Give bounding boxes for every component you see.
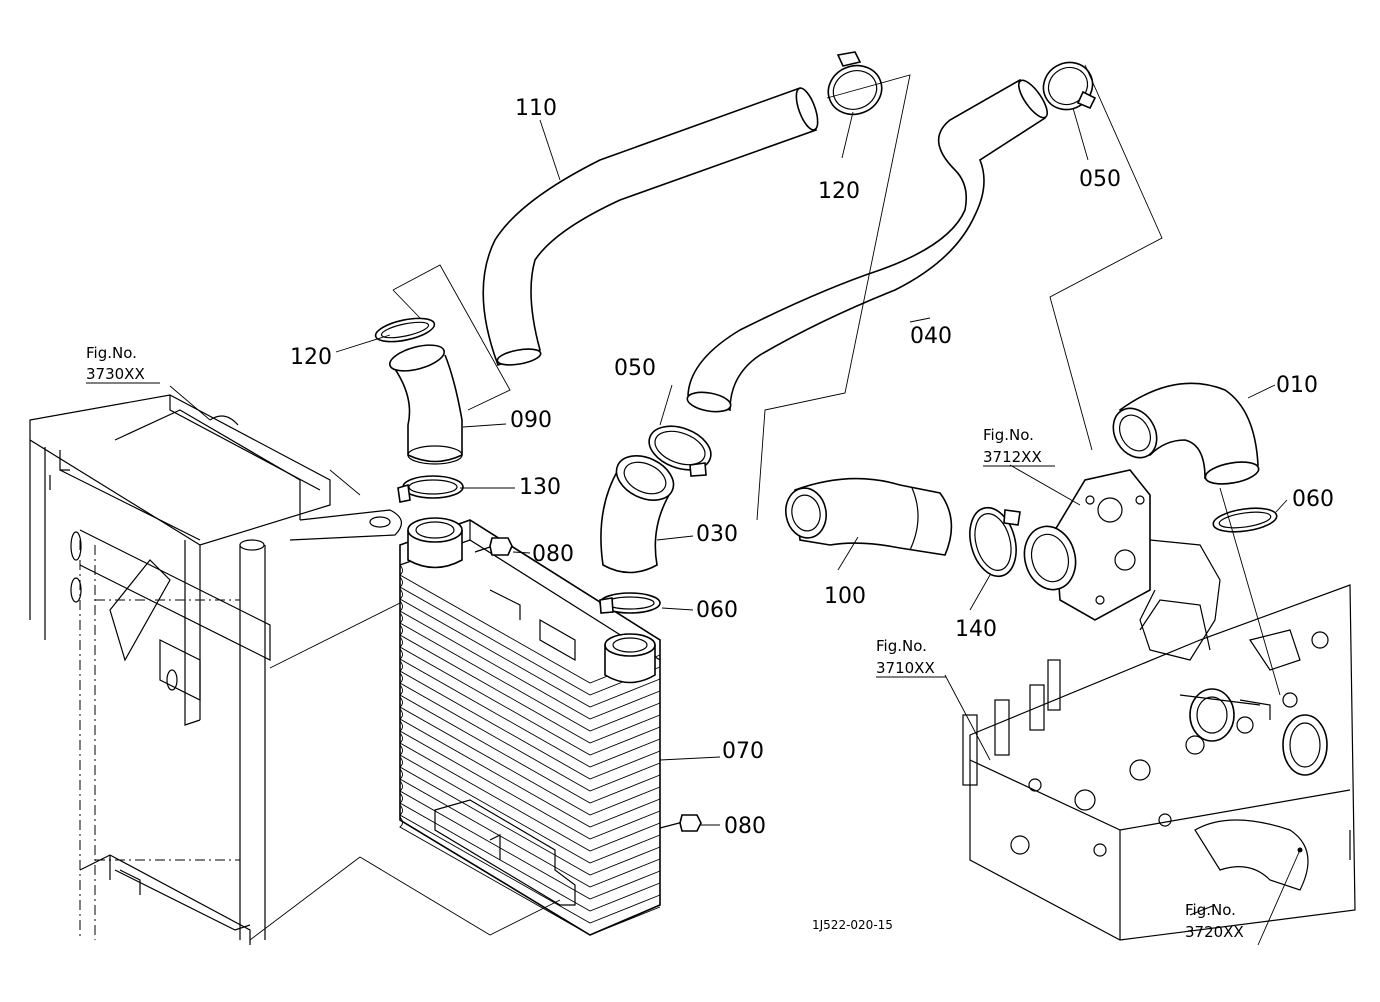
intercooler-fin <box>399 816 661 936</box>
bolt-080-lower <box>659 814 702 832</box>
elbow-010-drawing <box>1112 382 1260 485</box>
figref-3720-line1: Fig.No. <box>1185 901 1236 919</box>
leader-lines <box>86 64 1301 946</box>
label-090: 090 <box>510 408 552 433</box>
engine-head-drawing <box>962 584 1356 941</box>
intercooler-fin <box>399 720 661 840</box>
clamp-130 <box>397 475 464 503</box>
intercooler-fin <box>399 612 661 732</box>
clamp-060-left <box>599 592 661 614</box>
label-060-left: 060 <box>696 598 738 623</box>
label-030: 030 <box>696 522 738 547</box>
clamp-050-upper <box>1042 61 1097 111</box>
hose-040-drawing <box>686 78 1049 413</box>
intercooler-fin <box>399 636 661 756</box>
label-120-lower: 120 <box>290 345 332 370</box>
figref-3712-line1: Fig.No. <box>983 426 1034 444</box>
label-080-lower: 080 <box>724 814 766 839</box>
figref-3730-line2: 3730XX <box>86 365 145 383</box>
intercooler-fin <box>399 780 661 900</box>
intercooler-fin <box>399 732 661 852</box>
clamp-140 <box>969 506 1021 578</box>
radiator-frame-drawing <box>29 394 402 945</box>
intercooler-fin <box>399 624 661 744</box>
label-010: 010 <box>1276 373 1318 398</box>
intercooler-fin <box>399 576 661 696</box>
elbow-090-drawing <box>389 344 463 465</box>
label-100: 100 <box>824 584 866 609</box>
label-120-upper: 120 <box>818 179 860 204</box>
intercooler-fin <box>399 564 661 684</box>
label-070: 070 <box>722 739 764 764</box>
label-130: 130 <box>519 475 561 500</box>
figref-3710-line2: 3710XX <box>876 659 935 677</box>
intercooler-fin <box>399 792 661 912</box>
label-140: 140 <box>955 617 997 642</box>
hose-110-drawing <box>482 86 819 367</box>
label-080-upper: 080 <box>532 542 574 567</box>
label-050-upper: 050 <box>1079 167 1121 192</box>
intercooler-fin <box>399 588 661 708</box>
intercooler-fin <box>399 708 661 828</box>
clamp-120-lower <box>374 317 436 343</box>
intercooler-fin <box>399 684 661 804</box>
figref-3720-line2: 3720XX <box>1185 923 1244 941</box>
intercooler-fin <box>399 756 661 876</box>
hose-100-drawing <box>785 477 953 556</box>
label-110: 110 <box>515 96 557 121</box>
intercooler-fin <box>399 744 661 864</box>
label-050-lower: 050 <box>614 356 656 381</box>
label-040: 040 <box>910 324 952 349</box>
figref-3710-line1: Fig.No. <box>876 637 927 655</box>
intercooler-fin <box>399 804 661 924</box>
figref-3730-line1: Fig.No. <box>86 344 137 362</box>
clamp-050-lower <box>648 425 712 477</box>
figure-references: Fig.No. 3730XX Fig.No. 3712XX Fig.No. 37… <box>86 344 1244 941</box>
intercooler-fin <box>399 768 661 888</box>
drawing-code: 1J522-020-15 <box>812 918 893 932</box>
bolt-080-upper <box>474 537 513 556</box>
intercooler-fin <box>399 648 661 768</box>
throttle-body-drawing <box>1023 469 1221 661</box>
intercooler-fin <box>399 600 661 720</box>
clamp-120-upper <box>827 51 883 116</box>
intercooler-fin <box>399 696 661 816</box>
part-labels: 110 120 050 120 040 010 050 090 130 080 … <box>290 96 1334 839</box>
intercooler-fin <box>399 672 661 792</box>
figref-3712-line2: 3712XX <box>983 448 1042 466</box>
intercooler-fin <box>399 660 661 780</box>
clamp-060-right <box>1212 507 1278 533</box>
elbow-030-drawing <box>600 455 675 574</box>
label-060-right: 060 <box>1292 487 1334 512</box>
intercooler-drawing <box>399 517 661 936</box>
